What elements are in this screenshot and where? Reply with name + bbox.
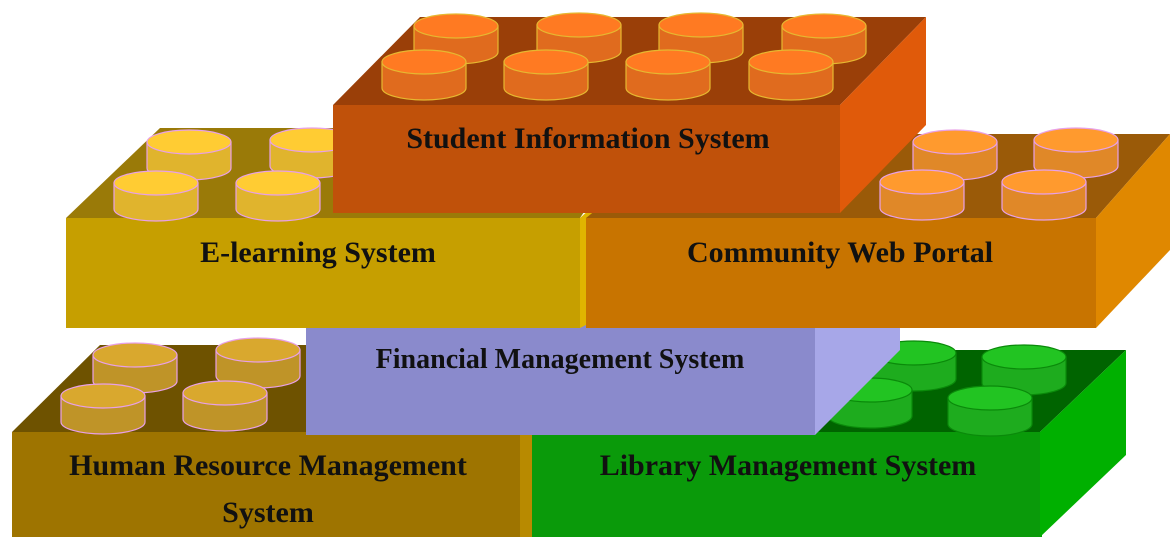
student-block-front [333, 105, 840, 213]
stud [1033, 127, 1119, 179]
stud [748, 49, 834, 101]
stud-top [981, 344, 1067, 370]
stud-top [215, 337, 301, 363]
student-block [333, 12, 926, 213]
financial-block-side [815, 325, 900, 435]
hr-label-line2: System [222, 496, 314, 529]
hr-block-front [12, 432, 522, 537]
stud-top [625, 49, 711, 75]
stud-top [1033, 127, 1119, 153]
stud-top [60, 383, 146, 409]
stud [146, 129, 232, 181]
stud-top [92, 342, 178, 368]
stud-top [658, 12, 744, 38]
elearning-block-studs [113, 127, 355, 222]
stud [503, 49, 589, 101]
community-portal-label: Community Web Portal [687, 236, 993, 269]
stud-top [912, 129, 998, 155]
student-block-side [840, 17, 926, 213]
stud-top [879, 169, 965, 195]
stud-top [1001, 169, 1087, 195]
financial-management-label: Financial Management System [376, 344, 745, 375]
financial-block-front [306, 325, 815, 435]
library-management-label: Library Management System [600, 449, 977, 482]
community-block-front [586, 218, 1096, 328]
student-block-studs [381, 12, 867, 101]
hr-block-studs [60, 337, 301, 435]
community-block-side [1096, 134, 1170, 328]
stud-top [748, 49, 834, 75]
hr-label-line1: Human Resource Management [69, 449, 467, 482]
stud-top [503, 49, 589, 75]
student-information-label: Student Information System [406, 122, 769, 155]
stud [879, 169, 965, 221]
stud [1001, 169, 1087, 221]
stud-top [947, 385, 1033, 411]
stud [182, 380, 268, 432]
stud [113, 170, 199, 222]
stud [981, 344, 1067, 396]
stud-top [182, 380, 268, 406]
stud [625, 49, 711, 101]
elearning-block-front [66, 218, 580, 328]
stud [92, 342, 178, 394]
stud [235, 170, 321, 222]
stud [947, 385, 1033, 437]
financial-block [306, 325, 900, 435]
stud [60, 383, 146, 435]
stud-top [536, 12, 622, 38]
stud-top [146, 129, 232, 155]
stud-top [113, 170, 199, 196]
elearning-label: E-learning System [200, 236, 436, 269]
stud-top [413, 13, 499, 39]
library-block-front [532, 432, 1042, 537]
library-block-side [1040, 350, 1126, 537]
stud-top [381, 49, 467, 75]
stud-top [781, 13, 867, 39]
stud [381, 49, 467, 101]
stud-top [235, 170, 321, 196]
community-block-studs [879, 127, 1119, 221]
stud [215, 337, 301, 389]
